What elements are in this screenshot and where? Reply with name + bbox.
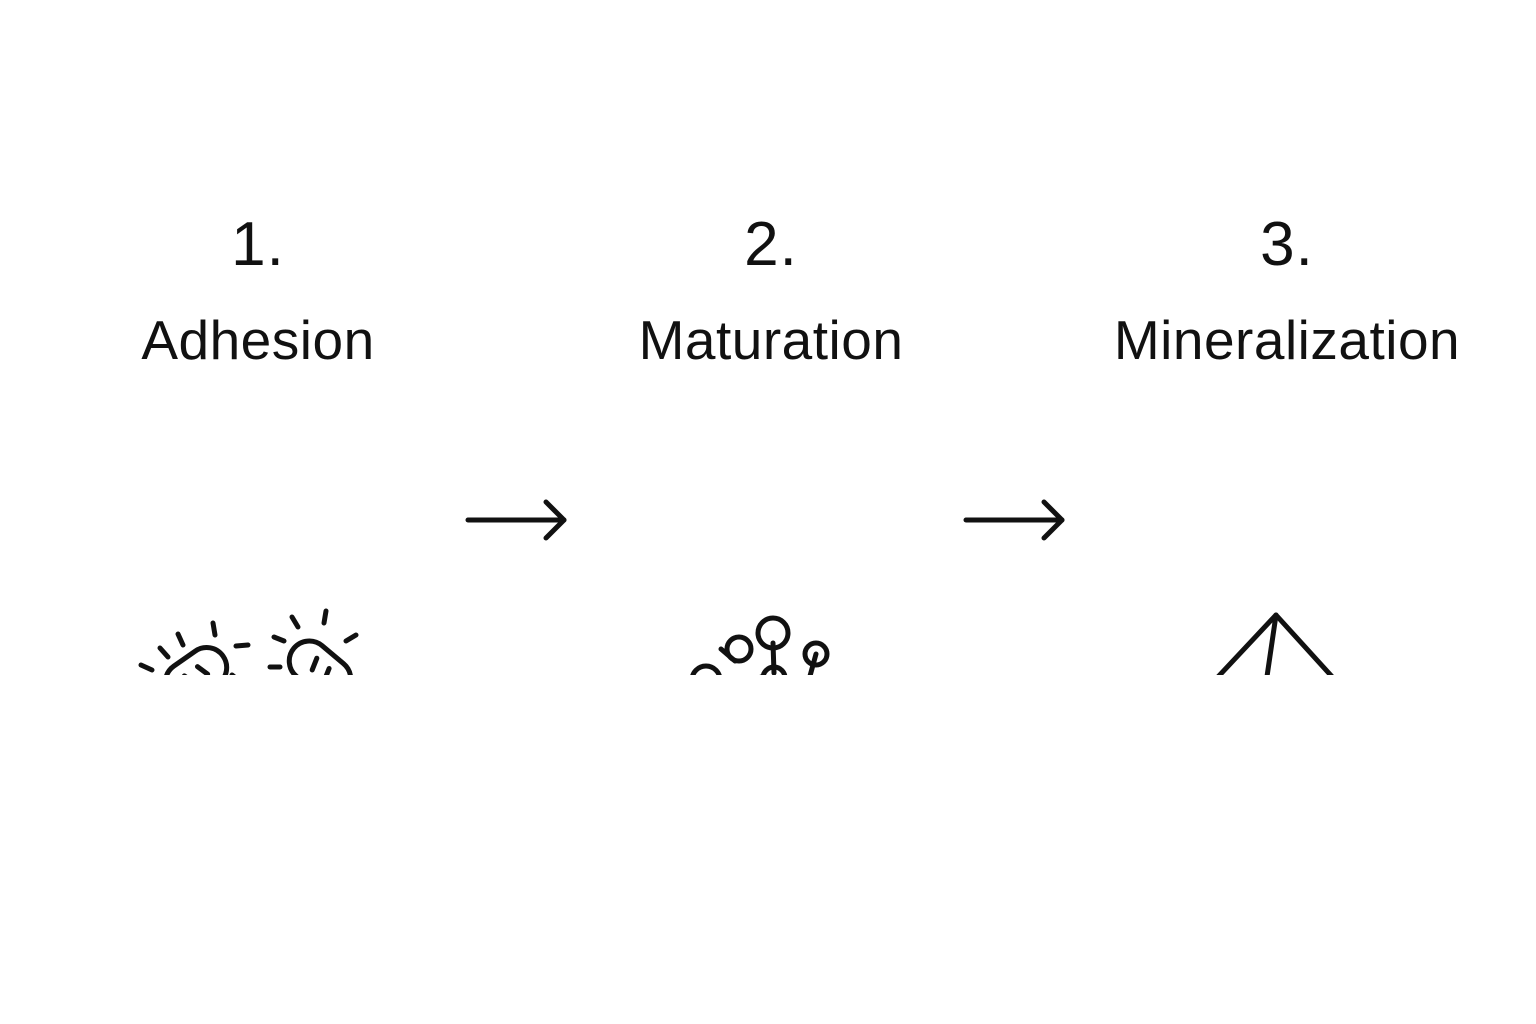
stage-maturation: 2. Maturation	[561, 205, 981, 675]
stage-number: 3.	[1260, 210, 1314, 279]
stage-mineralization: 3. Mineralization	[1077, 205, 1497, 675]
right-arrow-icon	[958, 490, 1078, 550]
biofilm-cluster-on-surface-icon	[561, 405, 981, 675]
stage-number: 1.	[231, 210, 285, 279]
stage-number: 2.	[744, 210, 798, 279]
right-arrow-icon	[460, 490, 580, 550]
bacteria-on-surface-icon	[48, 405, 468, 675]
crystal-on-surface-icon	[1077, 405, 1497, 675]
stage-label: Mineralization	[1113, 309, 1461, 371]
stage-adhesion: 1. Adhesion	[48, 205, 468, 675]
stage-label: Adhesion	[141, 309, 375, 371]
stage-label: Maturation	[638, 309, 904, 371]
